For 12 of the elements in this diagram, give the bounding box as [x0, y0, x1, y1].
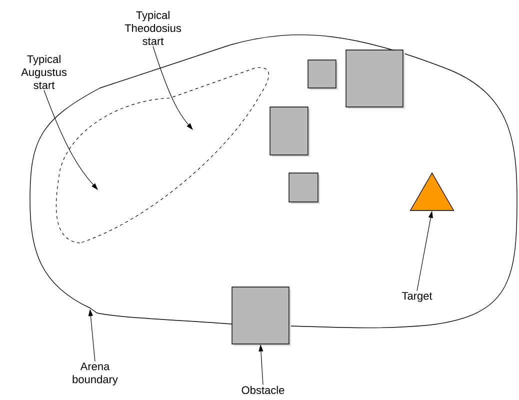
leader-line [152, 46, 193, 130]
obstacle-box [270, 106, 310, 157]
callout-text: Arena boundary [72, 362, 118, 386]
obstacle-box [232, 286, 291, 346]
leader-line [44, 90, 98, 190]
callout-text: Typical Theodosius start [124, 10, 182, 46]
callout-text: Target [402, 292, 432, 302]
callout-text: Obstacle [242, 386, 284, 394]
obstacle-box [288, 172, 320, 204]
obstacle-box [346, 50, 405, 109]
callout-text: Typical Augustus start [21, 54, 67, 90]
obstacle-box [308, 60, 338, 90]
